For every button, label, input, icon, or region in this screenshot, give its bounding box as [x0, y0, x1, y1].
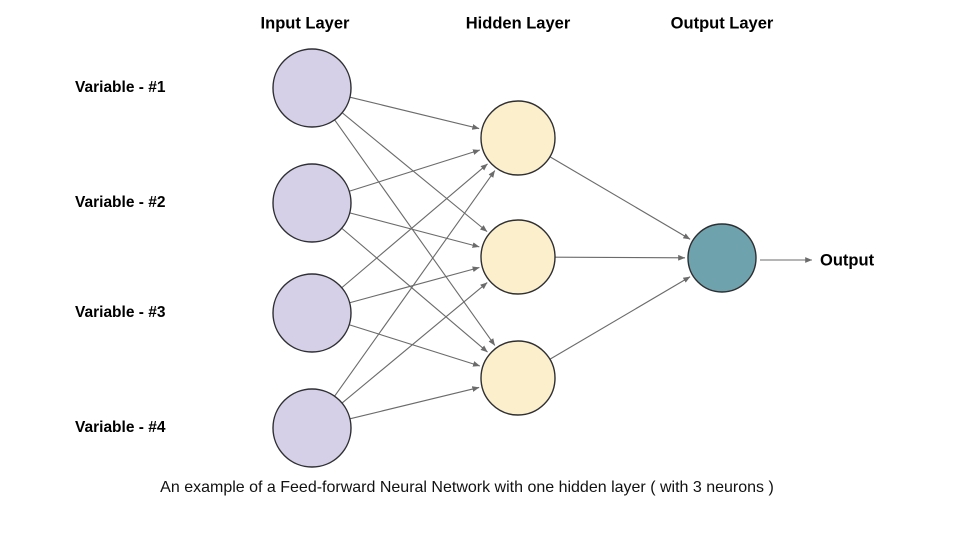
input-node-4-label: Variable - #4: [75, 419, 166, 436]
input-node-1[interactable]: [272, 48, 352, 128]
input-node-3[interactable]: [272, 273, 352, 353]
edge-input1-hidden2: [341, 112, 488, 233]
node-group-output-layer: [687, 223, 757, 293]
hidden-node-1[interactable]: [480, 100, 556, 176]
input-layer-title: Input Layer: [261, 14, 351, 32]
edge-input1-hidden1: [349, 96, 480, 130]
diagram-caption: An example of a Feed-forward Neural Netw…: [160, 479, 774, 496]
output-label: Output: [820, 251, 875, 269]
edge-input3-hidden2: [349, 266, 480, 304]
input-node-1-label: Variable - #1: [75, 79, 166, 96]
edge-input3-hidden1: [341, 163, 488, 289]
edge-hidden2-output: [554, 254, 686, 261]
edge-input1-hidden3: [334, 119, 496, 346]
edge-input2-hidden2: [349, 212, 480, 248]
edge-group-hidden-to-output: [549, 156, 691, 360]
edge-input4-hidden2: [341, 282, 488, 404]
node-group-hidden-layer: [480, 100, 556, 416]
layer-titles: Input Layer Hidden Layer Output Layer: [261, 14, 774, 32]
input-node-2[interactable]: [272, 163, 352, 243]
input-node-3-label: Variable - #3: [75, 304, 166, 321]
edge-group-input-to-hidden: [334, 96, 496, 420]
edge-input2-hidden3: [341, 227, 488, 353]
output-node-1[interactable]: [687, 223, 757, 293]
edge-input4-hidden1: [334, 170, 496, 397]
input-node-4[interactable]: [272, 388, 352, 468]
edge-hidden3-output: [549, 276, 691, 360]
hidden-node-3[interactable]: [480, 340, 556, 416]
hidden-node-2[interactable]: [480, 219, 556, 295]
edge-hidden1-output: [549, 156, 691, 240]
edge-input4-hidden3: [349, 386, 480, 420]
node-group-input-layer: [272, 48, 352, 468]
edge-input3-hidden3: [349, 324, 481, 367]
edge-input2-hidden1: [349, 149, 481, 192]
input-node-2-label: Variable - #2: [75, 194, 165, 211]
output-layer-title: Output Layer: [671, 14, 774, 32]
input-variable-labels: Variable - #1 Variable - #2 Variable - #3 V…: [75, 79, 166, 436]
hidden-layer-title: Hidden Layer: [466, 14, 571, 32]
